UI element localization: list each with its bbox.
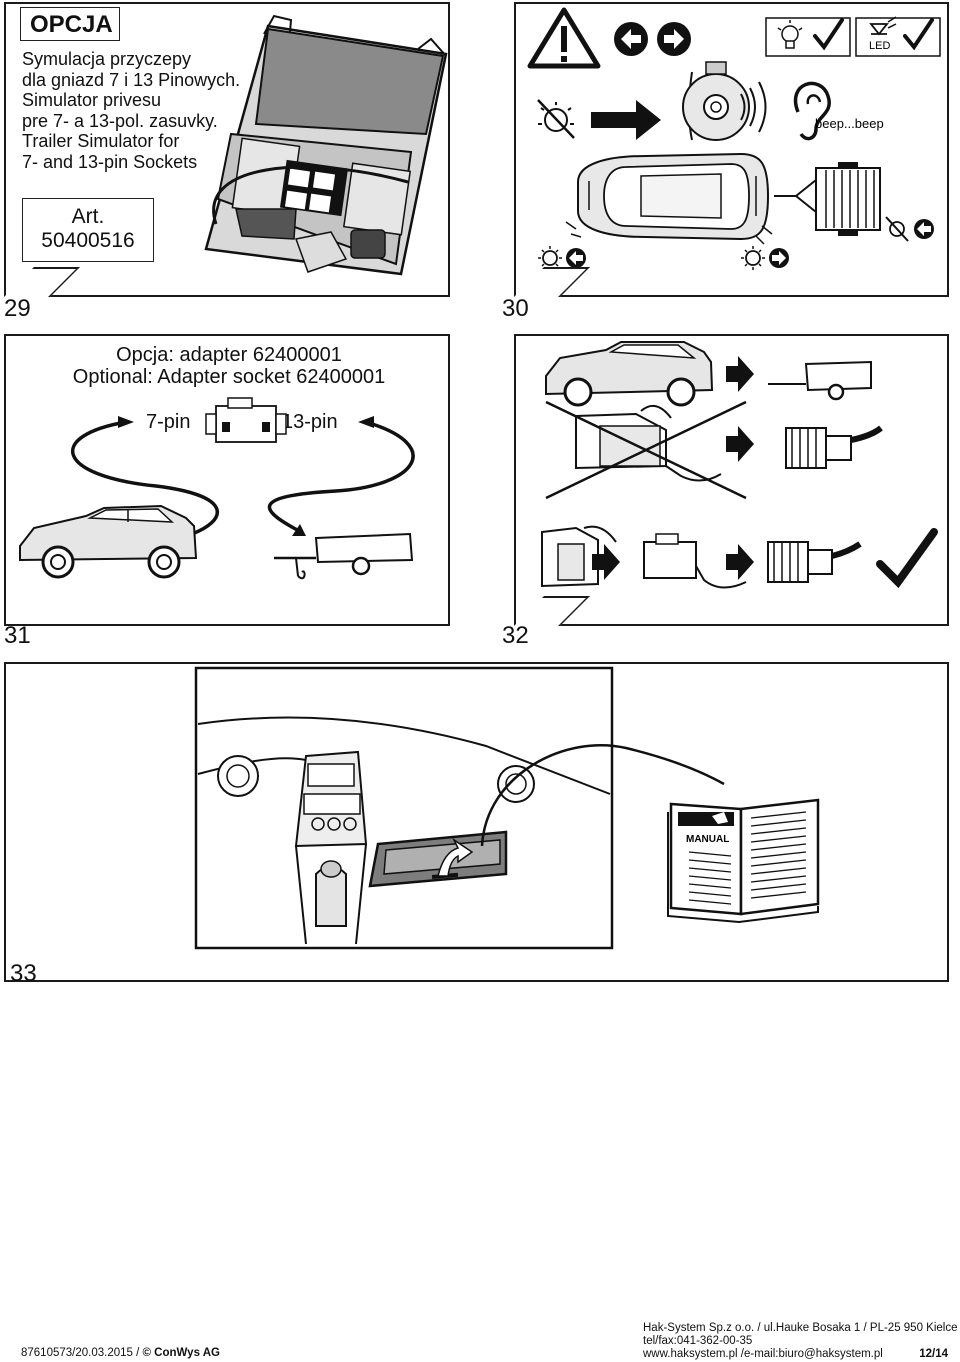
company-info: Hak-System Sp.z o.o. / ul.Hauke Bosaka 1… — [643, 1322, 958, 1361]
warning-icon-set: LED beep...beep — [527, 7, 941, 270]
buzzer-icon — [682, 61, 767, 141]
adapter-option-line1: Opcja: adapter 62400001 — [116, 344, 342, 366]
arrow-right-icon — [726, 426, 754, 462]
car-top-view — [565, 152, 796, 245]
manual-label: MANUAL — [686, 834, 729, 845]
bulb-icon — [777, 20, 803, 49]
check-icon — [813, 18, 844, 51]
trailer-side-view — [768, 360, 872, 401]
lamp-icon — [741, 246, 765, 270]
panel-31: Opcja: adapter 62400001 Optional: Adapte… — [4, 334, 450, 649]
arrow-right-icon — [592, 544, 620, 580]
adapter-usage-diagram — [541, 341, 938, 589]
suv-side-view — [19, 504, 198, 579]
ear-icon — [793, 81, 831, 141]
beep-text: beep...beep — [815, 116, 884, 131]
article-box: Art. 50400516 — [22, 198, 154, 262]
arrow-right-circle-icon — [769, 248, 789, 268]
arrow-left-circle-icon — [614, 22, 648, 56]
option-badge: OPCJA — [20, 7, 120, 41]
article-number: 50400516 — [41, 229, 135, 252]
step-number: 32 — [502, 622, 529, 649]
panel-29: OPCJA Symulacja przyczepy dla gniazd 7 i… — [4, 2, 450, 322]
step-number: 30 — [502, 295, 529, 322]
led-icon — [869, 16, 897, 36]
lamp-icon — [538, 246, 562, 270]
desc-line: 7- and 13-pin Sockets — [22, 151, 198, 172]
check-icon — [903, 18, 934, 51]
page-number: 12/14 — [919, 1348, 948, 1360]
adapter-diagram — [19, 397, 415, 580]
arrow-right-icon — [726, 356, 754, 392]
document-code: 87610573/20.03.2015 / © ConWys AG — [21, 1347, 220, 1359]
doc-code: 87610573/20.03.2015 — [21, 1347, 133, 1359]
trailer-top-view — [795, 162, 881, 236]
step-number: 31 — [4, 622, 31, 649]
curved-arrow-icon — [437, 837, 474, 877]
arrow-left-circle-icon — [566, 248, 586, 268]
manual-book-icon — [667, 798, 820, 924]
step-number: 33 — [10, 960, 37, 987]
adapter-option-line2: Optional: Adapter socket 62400001 — [72, 366, 386, 388]
seven-pin-label: 7-pin — [146, 411, 191, 433]
article-label: Art. — [71, 205, 105, 228]
company-address: Hak-System Sp.z o.o. / ul.Hauke Bosaka 1… — [643, 1322, 958, 1334]
seven-pin-socket-icon — [575, 404, 722, 482]
desc-line: dla gniazd 7 i 13 Pinowych. — [22, 69, 241, 90]
copyright: © ConWys AG — [142, 1347, 220, 1359]
desc-line: Simulator privesu — [22, 90, 162, 110]
panel-30: LED beep...beep — [502, 2, 949, 322]
lamp-off-icon — [537, 99, 575, 139]
arrow-right-icon — [591, 100, 661, 140]
thirteen-pin-label: 13-pin — [282, 411, 338, 433]
check-icon — [876, 528, 938, 589]
option-badge-label: OPCJA — [30, 11, 113, 38]
thirteen-pin-plug-icon — [767, 541, 862, 583]
adapter-socket-icon — [205, 397, 287, 443]
desc-line: Symulacja przyczepy — [22, 49, 192, 69]
suv-side-view — [545, 341, 714, 407]
thirteen-pin-plug-icon — [785, 425, 883, 469]
dashboard-illustration: MANUAL — [194, 666, 820, 950]
arrow-right-icon — [726, 544, 754, 580]
led-label: LED — [869, 40, 890, 52]
lamp-off-icon — [885, 216, 909, 242]
panel-33: MANUAL 33 — [4, 662, 949, 987]
step-number: 29 — [4, 295, 31, 322]
adapter-socket-icon — [643, 533, 747, 589]
open-socket-icon — [541, 525, 617, 588]
simulator-description: Symulacja przyczepy dla gniazd 7 i 13 Pi… — [22, 49, 240, 172]
warning-triangle-icon — [527, 7, 601, 69]
cross-icon — [545, 400, 747, 500]
desc-line: pre 7- a 13-pol. zasuvky. — [22, 110, 218, 131]
web-email: www.haksystem.pl /e-mail:biuro@haksystem… — [643, 1348, 883, 1360]
simulator-case-illustration — [204, 14, 448, 276]
arrow-right-circle-icon — [657, 22, 691, 56]
panel-32: 32 — [502, 334, 949, 649]
arrow-left-circle-icon — [914, 219, 934, 239]
trailer-side-view — [274, 532, 414, 580]
company-web: www.haksystem.pl /e-mail:biuro@haksystem… — [643, 1348, 948, 1361]
desc-line: Trailer Simulator for — [22, 131, 180, 151]
company-phone: tel/fax:041-362-00-35 — [643, 1335, 753, 1347]
glove-box — [368, 830, 508, 888]
